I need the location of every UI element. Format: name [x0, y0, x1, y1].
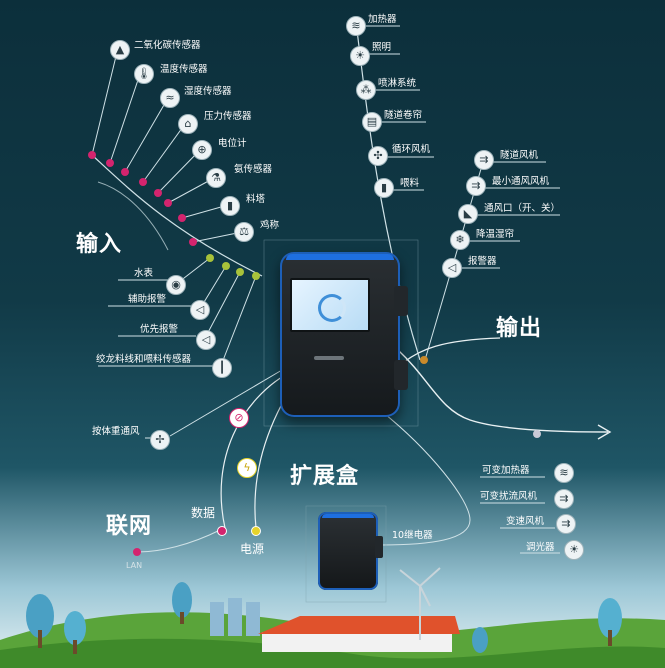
input-node-dot [154, 189, 162, 197]
cooling-pad-icon: ❄ [450, 230, 470, 250]
variable-heater-icon: ≋ [554, 463, 574, 483]
variable-stir-fan-icon: ⇉ [554, 489, 574, 509]
controller-logo [314, 356, 344, 360]
output-label: 照明 [372, 42, 392, 53]
output-label: 隧道卷帘 [384, 110, 423, 121]
main-controller [280, 252, 408, 417]
aux-alarm-icon: ◁ [190, 300, 210, 320]
input-label: 湿度传感器 [184, 86, 232, 97]
input-label: 绞龙料线和喂料传感器 [96, 354, 192, 365]
potentiometer-icon: ⊕ [192, 140, 212, 160]
alarm-siren-icon: ◁ [442, 258, 462, 278]
data-label: 数据 [191, 506, 216, 520]
output-label: 循环风机 [392, 144, 431, 155]
variable-speed-fan-icon: ⇉ [556, 514, 576, 534]
output-label: 喂料 [400, 178, 420, 189]
input-label: 优先报警 [140, 324, 179, 335]
weight-ventilation-icon: ✢ [150, 430, 170, 450]
expansion-label: 可变加热器 [482, 465, 530, 476]
output-label: 最小通风风机 [492, 176, 550, 187]
ammonia-sensor-icon: ⚗ [206, 168, 226, 188]
input-label: 电位计 [218, 138, 247, 149]
input-node-dot [178, 214, 186, 222]
input-node-dot [106, 159, 114, 167]
vent-inlet-icon: ◣ [458, 204, 478, 224]
output-label: 降温湿帘 [476, 229, 515, 240]
water-meter-icon: ◉ [166, 275, 186, 295]
expansion-title: 扩展盒 [290, 464, 360, 489]
input-node-dot [206, 254, 214, 262]
lan-node-dot [133, 548, 141, 556]
expansion-label: 可变扰流风机 [480, 491, 538, 502]
input-node-dot [252, 272, 260, 280]
input-node-dot [164, 199, 172, 207]
lighting-icon: ☀ [350, 46, 370, 66]
co2-sensor-icon: ▲ [110, 40, 130, 60]
input-node-dot [121, 168, 129, 176]
circulation-fan-icon: ✣ [368, 146, 388, 166]
input-label: 料塔 [246, 194, 266, 205]
input-label: 二氧化碳传感器 [134, 40, 201, 51]
controller-screen [290, 278, 370, 332]
expansion-box [318, 512, 383, 590]
power-bolt-icon: ϟ [237, 458, 257, 478]
input-node-dot [88, 151, 96, 159]
input-node-dot [139, 178, 147, 186]
input-label: 水表 [134, 268, 154, 279]
dimmer-icon: ☀ [564, 540, 584, 560]
tunnel-curtain-icon: ▤ [362, 112, 382, 132]
min-vent-fan-icon: ⇉ [466, 176, 486, 196]
bird-scale-icon: ⚖ [234, 222, 254, 242]
priority-alarm-icon: ◁ [196, 330, 216, 350]
network-title: 联网 [106, 514, 153, 539]
expansion-node-dot [533, 430, 541, 438]
input-label: 鸡称 [260, 220, 280, 231]
auger-feed-sensor-icon: ┃ [212, 358, 232, 378]
power-node-dot [251, 526, 261, 536]
humidity-icon: ≈ [160, 88, 180, 108]
input-node-dot [236, 268, 244, 276]
output-title: 输出 [496, 316, 543, 341]
output-label: 喷淋系统 [378, 78, 417, 89]
output-label: 报警器 [468, 256, 497, 267]
feeding-icon: ▮ [374, 178, 394, 198]
input-label: 温度传感器 [160, 64, 208, 75]
input-label: 压力传感器 [204, 111, 252, 122]
no-data-icon: ⊘ [229, 408, 249, 428]
heater-icon: ≋ [346, 16, 366, 36]
input-label: 辅助报警 [128, 294, 167, 305]
output-node-dot [420, 356, 428, 364]
output-label: 加热器 [368, 14, 397, 25]
expansion-label: 调光器 [526, 542, 555, 553]
output-label: 隧道风机 [500, 150, 539, 161]
thermometer-icon: 🌡 [134, 64, 154, 84]
input-node-dot [222, 262, 230, 270]
pressure-gauge-icon: ⌂ [178, 114, 198, 134]
data-node-dot [217, 526, 227, 536]
relay-label: 10继电器 [392, 530, 433, 541]
sprinkler-icon: ⁂ [356, 80, 376, 100]
feed-silo-icon: ▮ [220, 196, 240, 216]
input-label: 按体重通风 [92, 426, 140, 437]
output-label: 通风口（开、关） [484, 203, 561, 214]
input-title: 输入 [76, 232, 123, 257]
power-label: 电源 [240, 542, 265, 556]
expansion-label: 变速风机 [506, 516, 545, 527]
tunnel-fan-icon: ⇉ [474, 150, 494, 170]
lan-label: LAN [126, 561, 143, 570]
input-node-dot [189, 238, 197, 246]
input-label: 氨传感器 [234, 164, 273, 175]
